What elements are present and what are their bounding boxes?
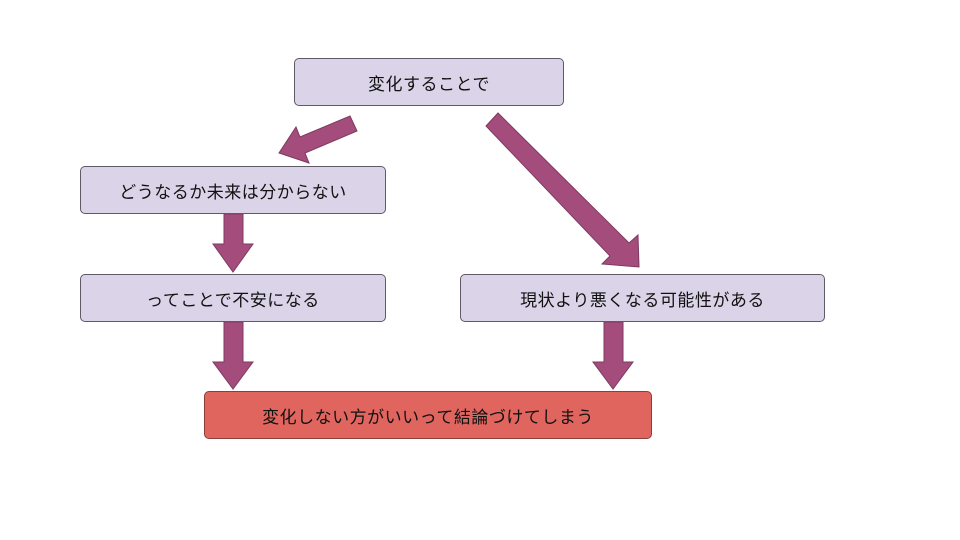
node-change: 変化することで xyxy=(294,58,564,106)
node-conclusion-label: 変化しない方がいいって結論づけてしまう xyxy=(262,407,594,428)
arrow-right-to-bottom xyxy=(592,321,634,390)
node-worse-possibility: 現状より悪くなる可能性がある xyxy=(460,274,825,322)
arrow-left1-to-left2 xyxy=(212,213,254,273)
node-anxiety: ってことで不安になる xyxy=(80,274,386,322)
node-unknown-future: どうなるか未来は分からない xyxy=(80,166,386,214)
node-worse-possibility-label: 現状より悪くなる可能性がある xyxy=(520,290,765,311)
node-conclusion: 変化しない方がいいって結論づけてしまう xyxy=(204,391,652,439)
arrow-left2-to-bottom xyxy=(212,321,254,390)
arrow-top-to-left1 xyxy=(278,115,358,164)
node-anxiety-label: ってことで不安になる xyxy=(146,290,320,311)
node-unknown-future-label: どうなるか未来は分からない xyxy=(119,182,347,203)
node-change-label: 変化することで xyxy=(368,74,490,95)
arrow-top-to-right xyxy=(485,112,640,268)
